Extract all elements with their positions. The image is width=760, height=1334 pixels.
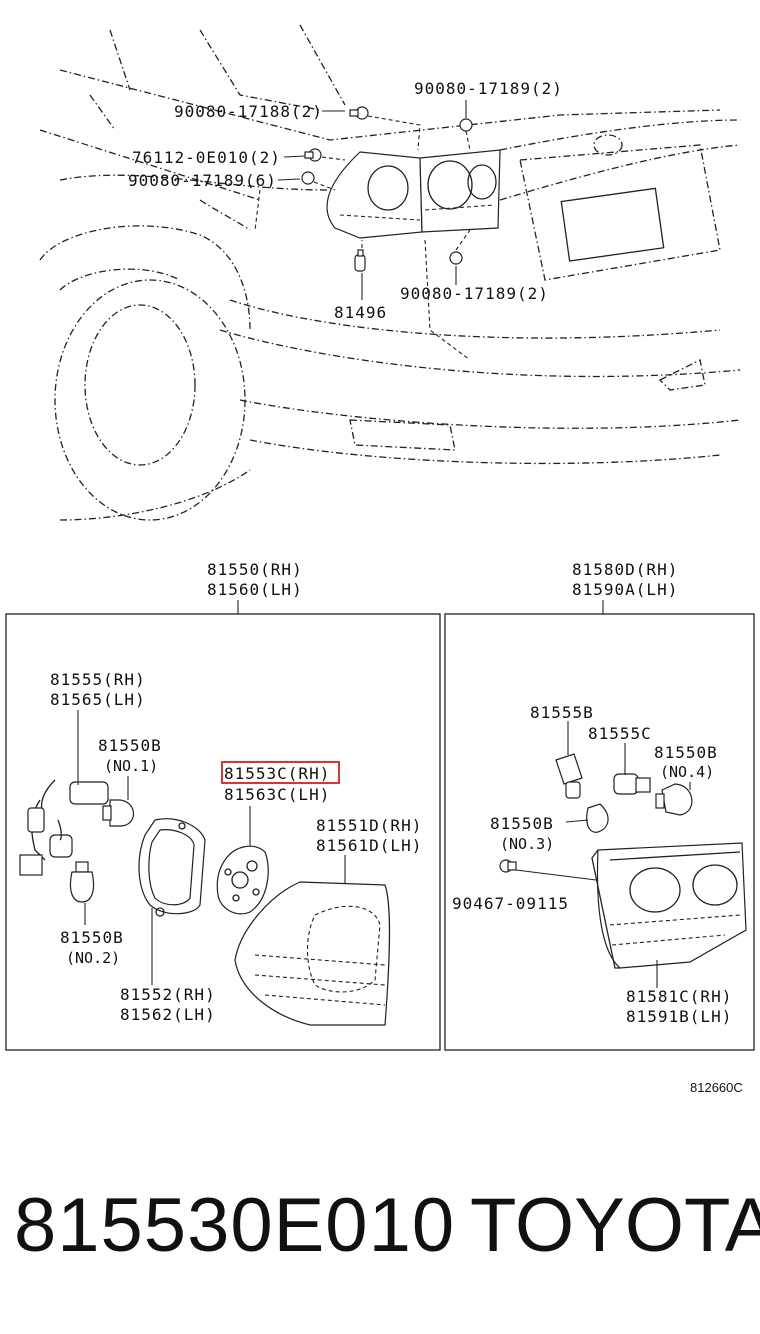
bolt-icon — [459, 118, 473, 132]
outer-lens-icon — [234, 881, 391, 1026]
right-assembly-parts — [499, 721, 747, 988]
right-assembly-box — [444, 613, 755, 1051]
label-bulb-no1-note: (NO.1) — [104, 757, 158, 775]
label-socket-c: 81555C — [588, 724, 652, 743]
bulb-socket-icon — [354, 249, 366, 272]
label-plate-rh-highlighted[interactable]: 81553C(RH) — [224, 764, 330, 783]
gasket-icon — [138, 818, 206, 917]
bulb-icon — [655, 783, 693, 816]
inner-lens-icon — [591, 842, 747, 969]
label-bulb-no3-note: (NO.3) — [500, 835, 554, 853]
bolt-icon — [449, 251, 463, 265]
socket-icon — [555, 753, 583, 799]
label-bulb-no2-note: (NO.2) — [66, 949, 120, 967]
label-clip-76112-0e010: 76112-0E010(2) — [132, 148, 281, 167]
left-assembly-parts — [19, 710, 391, 1026]
label-assembly-rh: 81550(RH) — [207, 560, 303, 579]
bolt-icon — [301, 171, 315, 185]
bulb-icon — [102, 799, 135, 827]
label-socket-b: 81555B — [530, 703, 594, 722]
bulb-icon — [69, 861, 95, 903]
label-screw: 90467-09115 — [452, 894, 569, 913]
label-socket-lh: 81565(LH) — [50, 690, 146, 709]
bulb-icon — [586, 803, 609, 833]
label-lens-lh: 81561D(LH) — [316, 836, 422, 855]
bulb-holder-plate-icon — [216, 845, 269, 915]
label-part-81496: 81496 — [334, 303, 387, 322]
label-bolt-90080-17188: 90080-17188(2) — [174, 102, 323, 121]
label-right-assembly-rh: 81580D(RH) — [572, 560, 678, 579]
left-assembly-box — [5, 613, 441, 1051]
label-bolt-90080-17189-left: 90080-17189(6) — [128, 171, 277, 190]
label-socket-rh: 81555(RH) — [50, 670, 146, 689]
vehicle-rear-illustration — [39, 24, 741, 521]
label-bulb-no4: 81550B — [654, 743, 718, 762]
label-gasket-lh: 81562(LH) — [120, 1005, 216, 1024]
label-bulb-no1: 81550B — [98, 736, 162, 755]
label-assembly-lh: 81560(LH) — [207, 580, 303, 599]
label-inner-lens-rh: 81581C(RH) — [626, 987, 732, 1006]
label-lens-rh: 81551D(RH) — [316, 816, 422, 835]
brand-name: TOYOTA — [470, 1183, 760, 1268]
label-right-assembly-lh: 81590A(LH) — [572, 580, 678, 599]
label-bolt-90080-17189-top: 90080-17189(2) — [414, 79, 563, 98]
part-number: 815530E010 — [14, 1183, 456, 1268]
wiring-harness-icon — [19, 779, 109, 876]
socket-icon — [613, 773, 651, 795]
bolt-icon — [349, 106, 369, 120]
label-bulb-no3: 81550B — [490, 814, 554, 833]
diagram-code: 812660C — [690, 1080, 743, 1095]
label-bulb-no2: 81550B — [60, 928, 124, 947]
highlight-box — [221, 761, 340, 784]
clip-icon — [304, 148, 322, 162]
label-bolt-90080-17189-bottom: 90080-17189(2) — [400, 284, 549, 303]
label-plate-lh: 81563C(LH) — [224, 785, 330, 804]
label-bulb-no4-note: (NO.4) — [660, 763, 714, 781]
screw-icon — [499, 859, 517, 873]
label-inner-lens-lh: 81591B(LH) — [626, 1007, 732, 1026]
label-gasket-rh: 81552(RH) — [120, 985, 216, 1004]
